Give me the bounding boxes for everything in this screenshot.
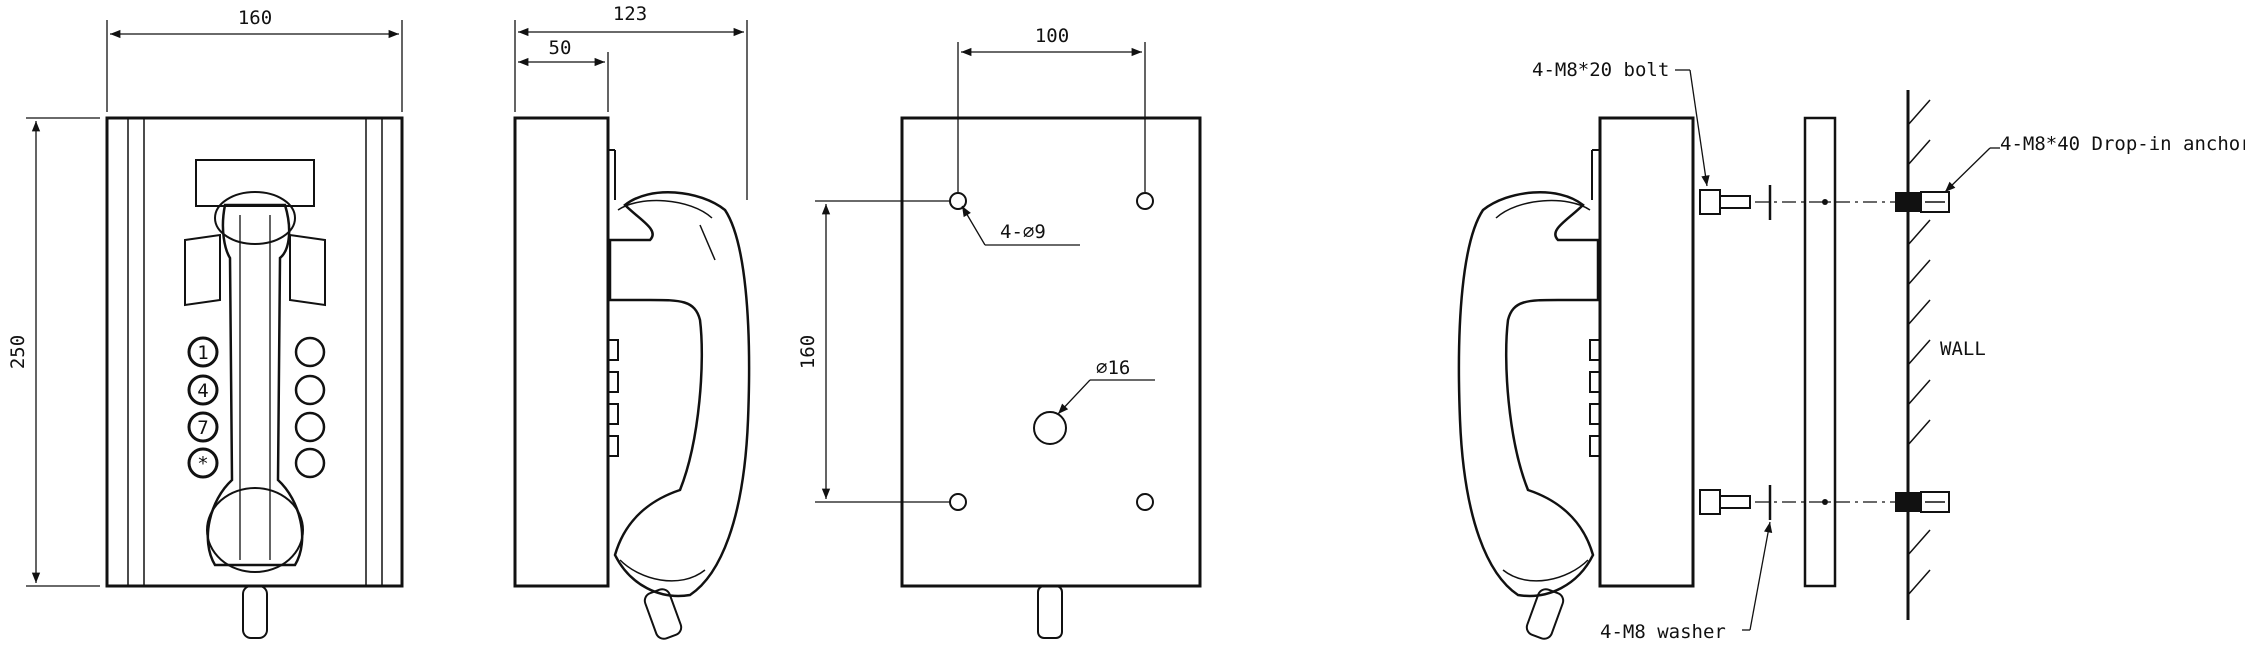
- key-1: 1: [197, 342, 208, 364]
- key-7: 7: [197, 417, 208, 439]
- svg-text:4-M8*20 bolt: 4-M8*20 bolt: [1532, 59, 1669, 81]
- bolt-upper: [1699, 189, 1751, 215]
- rear-horizontal-spacing: 100: [957, 25, 1146, 192]
- washer-callout: 4-M8 washer: [1600, 521, 1773, 643]
- svg-text:∅16: ∅16: [1096, 357, 1130, 379]
- anchor-lower: [1895, 491, 1950, 513]
- front-width-dimension: 160: [106, 7, 403, 112]
- anchor-callout: 4-M8*40 Drop-in anchors: [1944, 133, 2245, 193]
- key-4: 4: [197, 380, 208, 402]
- rear-vertical-spacing: 160: [797, 200, 950, 503]
- keypad-right: [294, 336, 326, 479]
- rear-cable-hole-callout: ∅16: [1057, 357, 1155, 415]
- svg-text:WALL: WALL: [1940, 338, 1986, 360]
- rear-view: 100 160 4-∅9 ∅16: [797, 25, 1202, 639]
- anchor-upper: [1895, 191, 1950, 213]
- bolt-callout: 4-M8*20 bolt: [1532, 59, 1710, 187]
- side-view: 123 50: [513, 3, 751, 640]
- key-star: *: [197, 453, 208, 475]
- front-view: 1 4 7 * 160 250: [7, 7, 404, 639]
- svg-text:50: 50: [549, 37, 572, 59]
- svg-text:123: 123: [613, 3, 647, 25]
- svg-text:4-M8 washer: 4-M8 washer: [1600, 621, 1726, 643]
- side-depth-dimensions: 123 50: [514, 3, 748, 200]
- installation-view: 4-M8*20 bolt 4-M8*40 Drop-in anchors WAL…: [1457, 59, 2245, 643]
- front-height-dimension: 250: [7, 117, 100, 587]
- rear-hole-diameter-callout: 4-∅9: [961, 205, 1080, 246]
- svg-text:250: 250: [7, 335, 29, 369]
- svg-text:160: 160: [797, 335, 819, 369]
- svg-text:4-M8*40 Drop-in anchors: 4-M8*40 Drop-in anchors: [2000, 133, 2245, 155]
- wall-label: WALL: [1940, 338, 1986, 360]
- bolt-lower: [1699, 489, 1751, 515]
- svg-text:4-∅9: 4-∅9: [1000, 221, 1046, 243]
- keypad-left: 1 4 7 *: [187, 336, 219, 479]
- svg-text:160: 160: [238, 7, 272, 29]
- svg-text:100: 100: [1035, 25, 1069, 47]
